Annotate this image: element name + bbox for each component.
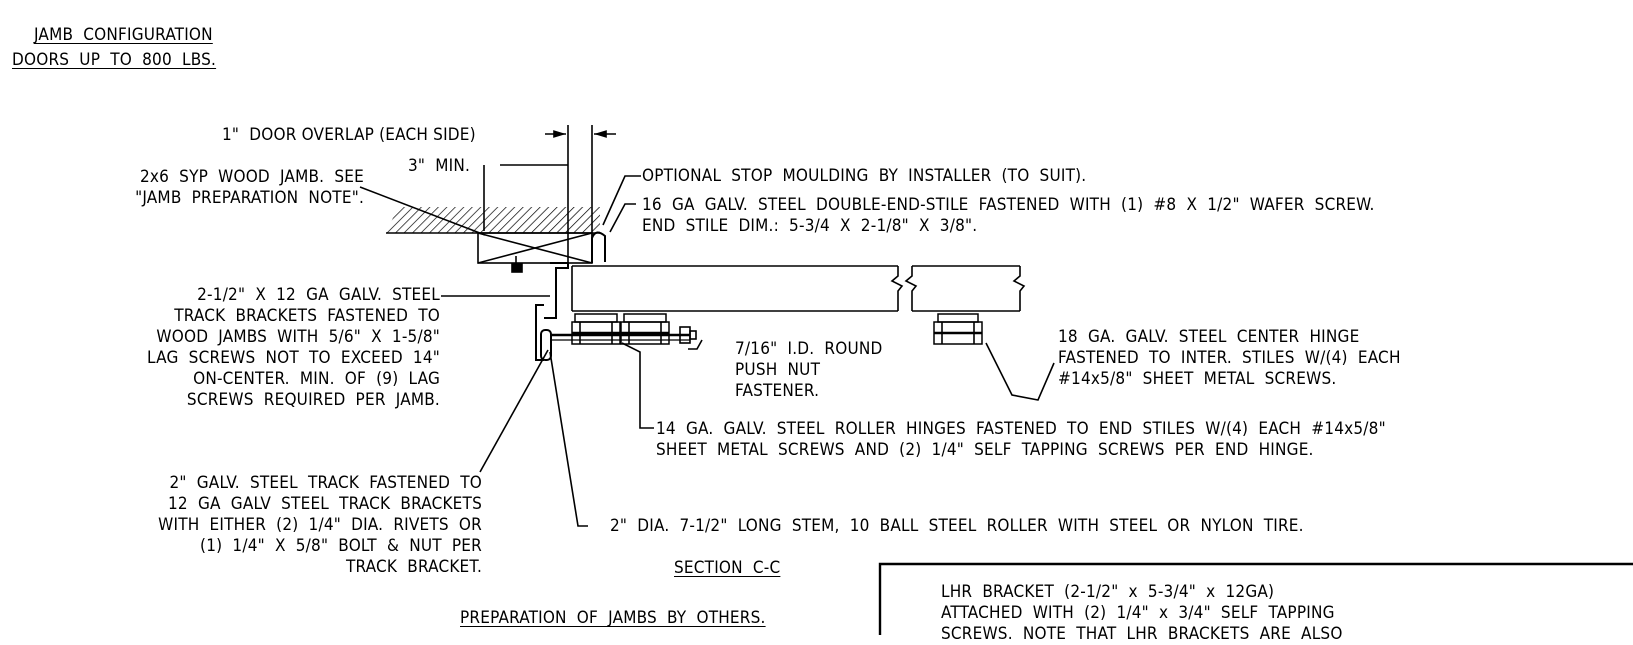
label-wood-jamb: 2x6 SYP WOOD JAMB. SEE "JAMB PREPARATION… xyxy=(135,167,364,208)
section-title: SECTION C-C xyxy=(674,558,781,578)
note-box-border xyxy=(878,562,1633,635)
door-panel xyxy=(571,265,898,312)
title-line-2: DOORS UP TO 800 LBS. xyxy=(12,50,217,70)
note-box-text: LHR BRACKET (2-1/2" x 5-3/4" x 12GA) ATT… xyxy=(941,582,1343,644)
label-center-hinge: 18 GA. GALV. STEEL CENTER HINGE FASTENED… xyxy=(1058,327,1401,389)
wall-hatch xyxy=(386,207,600,233)
label-push-nut: 7/16" I.D. ROUND PUSH NUT FASTENER. xyxy=(735,339,883,401)
title-line-1: JAMB CONFIGURATION xyxy=(34,25,213,45)
label-3in-min: 3" MIN. xyxy=(408,156,471,176)
label-track-brackets: 2-1/2" X 12 GA GALV. STEEL TRACK BRACKET… xyxy=(147,285,440,410)
label-steel-track: 2" GALV. STEEL TRACK FASTENED TO 12 GA G… xyxy=(158,473,482,577)
center-hinge xyxy=(933,313,983,345)
stop-moulding xyxy=(591,231,606,263)
end-hinge-2 xyxy=(620,313,670,345)
end-hinge-1 xyxy=(571,313,621,345)
label-end-stile: 16 GA GALV. STEEL DOUBLE-END-STILE FASTE… xyxy=(642,195,1375,236)
track-bracket xyxy=(544,262,569,319)
roller xyxy=(540,329,552,361)
track xyxy=(535,304,544,361)
label-roller: 2" DIA. 7-1/2" LONG STEM, 10 BALL STEEL … xyxy=(610,516,1304,536)
preparation-heading: PREPARATION OF JAMBS BY OTHERS. xyxy=(460,608,766,628)
label-roller-hinges: 14 GA. GALV. STEEL ROLLER HINGES FASTENE… xyxy=(656,419,1386,460)
label-door-overlap: 1" DOOR OVERLAP (EACH SIDE) xyxy=(222,125,476,145)
label-stop-moulding: OPTIONAL STOP MOULDING BY INSTALLER (TO … xyxy=(642,166,1087,186)
